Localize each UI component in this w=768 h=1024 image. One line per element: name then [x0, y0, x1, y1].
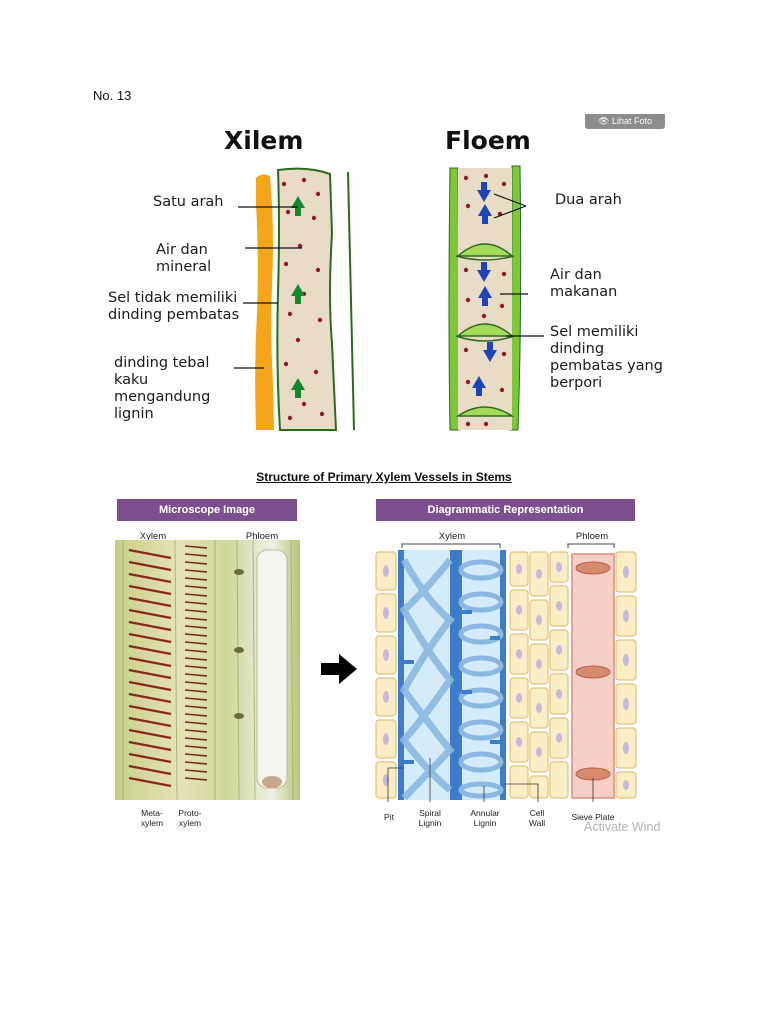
caption-metaxylem: Meta- xylem — [134, 808, 170, 828]
caption-annular-lignin: Annular Lignin — [463, 808, 507, 828]
parenchyma-left — [376, 552, 396, 798]
label-dinding-tebal-lignin: dinding tebal kaku mengandung lignin — [114, 355, 210, 423]
parenchyma-middle — [510, 552, 568, 798]
sieve-plate-micro — [262, 776, 282, 788]
microscope-image — [115, 540, 300, 800]
xilem-floem-figure: 👁 Lihat Foto Xilem Floem — [108, 114, 670, 444]
label-satu-arah: Satu arah — [153, 194, 224, 211]
caption-pit: Pit — [378, 812, 400, 822]
activate-windows-watermark: Activate Wind — [584, 820, 660, 834]
diagram-image — [374, 540, 638, 802]
xilem-lignin-wall — [255, 174, 274, 430]
caption-protoxylem: Proto- xylem — [172, 808, 208, 828]
parenchyma-right — [616, 552, 636, 798]
right-arrow-icon — [321, 654, 357, 684]
microscope-image-banner: Microscope Image — [117, 499, 297, 521]
label-air-dan-makanan: Air dan makanan — [550, 267, 617, 301]
xilem-vessel — [277, 169, 336, 430]
caption-cell-wall: Cell Wall — [522, 808, 552, 828]
label-sel-memiliki-dinding: Sel memiliki dinding pembatas yang berpo… — [550, 324, 663, 392]
label-dua-arah: Dua arah — [555, 192, 622, 209]
label-sel-tidak-memiliki-dinding: Sel tidak memiliki dinding pembatas — [108, 290, 239, 324]
page-number: No. 13 — [93, 88, 131, 103]
diagrammatic-representation-banner: Diagrammatic Representation — [376, 499, 635, 521]
xilem-outer-wall — [348, 172, 354, 430]
phloem-sieve-tube — [257, 550, 287, 788]
figure2-title: Structure of Primary Xylem Vessels in St… — [0, 470, 768, 484]
label-air-dan-mineral: Air dan mineral — [156, 242, 211, 276]
caption-spiral-lignin: Spiral Lignin — [413, 808, 447, 828]
